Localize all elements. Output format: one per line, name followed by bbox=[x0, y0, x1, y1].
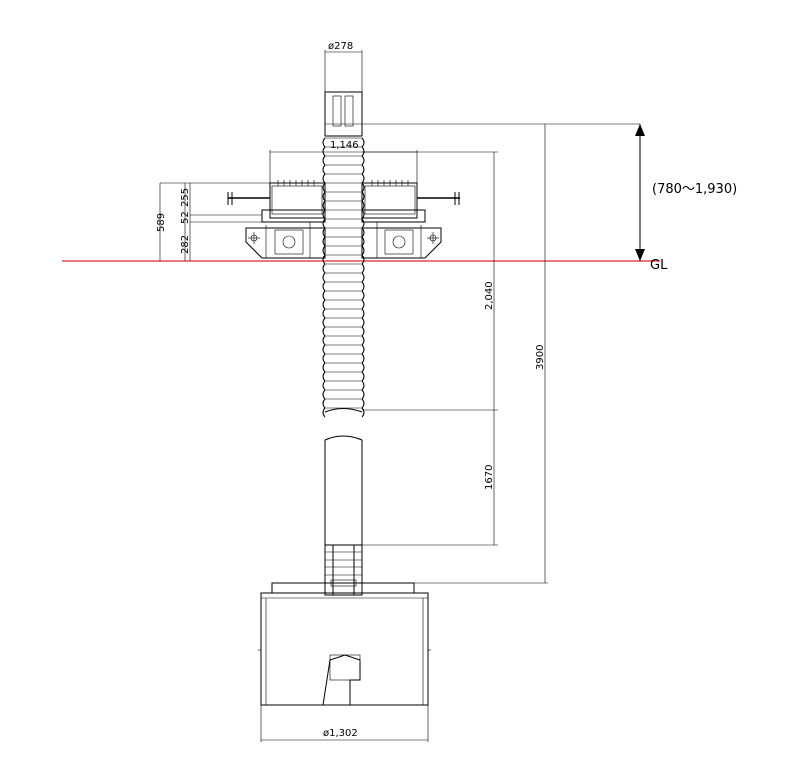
svg-text:1,146: 1,146 bbox=[330, 140, 359, 151]
length-dimensions: 2,040 1670 bbox=[362, 151, 498, 546]
pole-coupling bbox=[324, 544, 363, 596]
dim-255: 255 bbox=[180, 188, 191, 207]
total-height-dimension: 3900 bbox=[362, 123, 640, 584]
top-diameter-dimension: ø278 bbox=[324, 41, 363, 92]
dim-1670: 1670 bbox=[484, 465, 495, 490]
svg-text:(780～1,930): (780～1,930) bbox=[652, 182, 737, 197]
dim-2040: 2,040 bbox=[484, 281, 495, 310]
corrugated-pole bbox=[322, 137, 365, 418]
dim-282: 282 bbox=[180, 235, 191, 254]
dim-589: 589 bbox=[156, 213, 167, 232]
stabilizer-assembly bbox=[227, 180, 460, 259]
pole-break bbox=[324, 408, 363, 545]
collar-width-dimension: 1,146 bbox=[269, 140, 418, 183]
left-height-dimensions: 589 282 52 255 bbox=[156, 182, 270, 261]
adjust-range-dimension: (780～1,930) bbox=[635, 124, 737, 261]
ground-level-label: GL bbox=[650, 258, 668, 273]
top-cap bbox=[324, 91, 363, 137]
pole-outline bbox=[322, 137, 365, 418]
dim-3900: 3900 bbox=[535, 345, 546, 370]
base-diameter-dimension: ø1,302 bbox=[260, 705, 429, 742]
dim-52: 52 bbox=[180, 211, 191, 224]
base-block bbox=[258, 582, 431, 706]
svg-text:ø1,302: ø1,302 bbox=[323, 728, 358, 739]
svg-text:ø278: ø278 bbox=[328, 41, 353, 52]
